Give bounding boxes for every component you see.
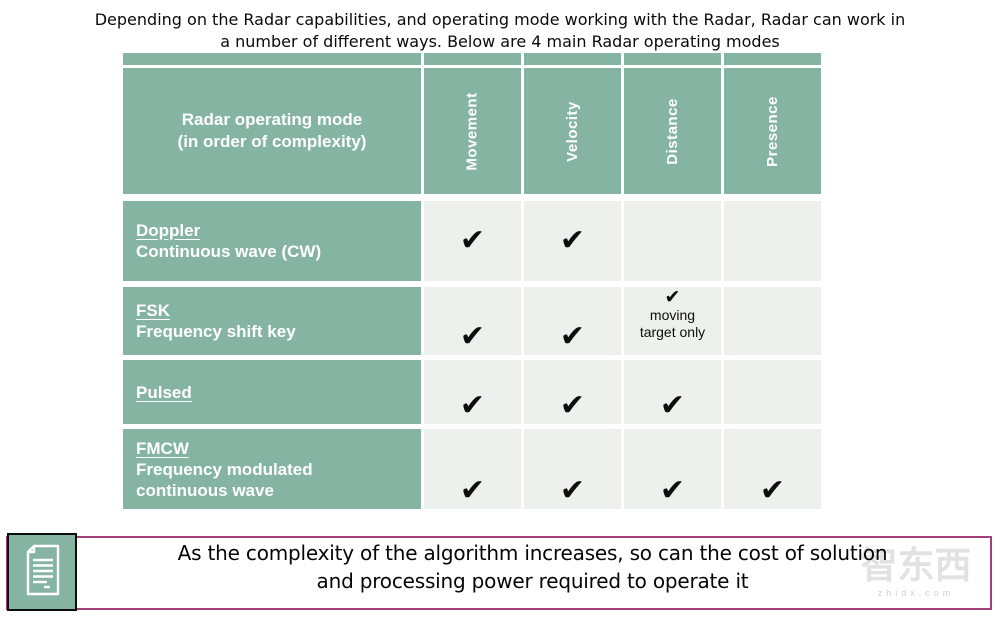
title-line-1: Depending on the Radar capabilities, and… [94,10,906,29]
cell-doppler-presence [724,201,821,281]
radar-modes-table: Radar operating mode (in order of comple… [123,53,824,509]
header-velocity: Velocity [524,68,621,194]
header-presence: Presence [724,68,821,194]
cell-doppler-movement: ✔ [424,201,521,281]
table-row-fmcw: FMCW Frequency modulated continuous wave… [123,429,824,509]
row-label-doppler: Doppler Continuous wave (CW) [123,201,421,281]
check-icon: ✔ [459,319,486,354]
header-distance: Distance [624,68,721,194]
note-line-1: As the complexity of the algorithm incre… [177,541,888,565]
cell-fsk-movement: ✔ [424,287,521,355]
mode-description: Continuous wave (CW) [136,242,322,261]
row-label-fmcw: FMCW Frequency modulated continuous wave [123,429,421,509]
check-icon: ✔ [659,473,686,508]
distance-note-line-1: moving [649,307,696,323]
check-icon: ✔ [559,473,586,508]
page-title: Depending on the Radar capabilities, and… [0,9,1000,52]
note-icon-square [7,533,77,611]
header-mode-column: Radar operating mode (in order of comple… [123,68,421,194]
check-icon: ✔ [559,223,586,258]
cell-fmcw-presence: ✔ [724,429,821,509]
note-box [6,536,992,610]
cell-doppler-velocity: ✔ [524,201,621,281]
mode-description-line-2: continuous wave [136,480,274,500]
check-icon: ✔ [459,388,486,423]
cell-fmcw-velocity: ✔ [524,429,621,509]
cell-pulsed-presence [724,360,821,424]
header-movement-label: Movement [464,91,481,171]
cell-pulsed-distance: ✔ [624,360,721,424]
mode-name: FMCW [136,438,189,458]
mode-name: FSK [136,301,170,320]
table-top-strip [123,53,824,65]
header-movement: Movement [424,68,521,194]
strip-cell [524,53,621,65]
cell-fmcw-distance: ✔ [624,429,721,509]
mode-name: Pulsed [136,382,192,402]
check-icon: ✔ [559,319,586,354]
table-row-doppler: Doppler Continuous wave (CW) ✔ ✔ [123,201,824,281]
cell-fsk-velocity: ✔ [524,287,621,355]
mode-description-line-1: Frequency modulated [136,459,313,479]
check-icon: ✔ [759,473,786,508]
strip-cell [424,53,521,65]
document-icon [19,541,65,604]
cell-fsk-presence [724,287,821,355]
row-label-fsk: FSK Frequency shift key [123,287,421,355]
cell-doppler-distance [624,201,721,281]
header-distance-label: Distance [664,97,681,165]
header-presence-label: Presence [764,95,781,167]
mode-description: Frequency shift key [136,322,296,341]
cell-pulsed-movement: ✔ [424,360,521,424]
header-mode-line-2: (in order of complexity) [177,132,367,151]
check-icon: ✔ [659,388,686,423]
distance-note-line-2: target only [639,324,706,340]
table-row-pulsed: Pulsed ✔ ✔ ✔ [123,360,824,424]
strip-cell [724,53,821,65]
strip-cell [624,53,721,65]
table-header-row: Radar operating mode (in order of comple… [123,68,824,194]
row-label-pulsed: Pulsed [123,360,421,424]
check-icon: ✔ [459,223,486,258]
cell-pulsed-velocity: ✔ [524,360,621,424]
cell-fsk-distance: ✔ moving target only [624,287,721,355]
strip-cell [123,53,421,65]
title-line-2: a number of different ways. Below are 4 … [220,31,780,51]
note-text: As the complexity of the algorithm incre… [80,539,985,595]
table-row-fsk: FSK Frequency shift key ✔ ✔ ✔ moving tar… [123,287,824,355]
check-icon: ✔ [559,388,586,423]
cell-fmcw-movement: ✔ [424,429,521,509]
check-icon: ✔ [664,286,681,308]
header-velocity-label: Velocity [563,100,581,162]
header-mode-line-1: Radar operating mode [181,110,363,129]
check-icon: ✔ [459,473,486,508]
mode-name: Doppler [136,221,201,240]
note-line-2: and processing power required to operate… [316,569,749,593]
